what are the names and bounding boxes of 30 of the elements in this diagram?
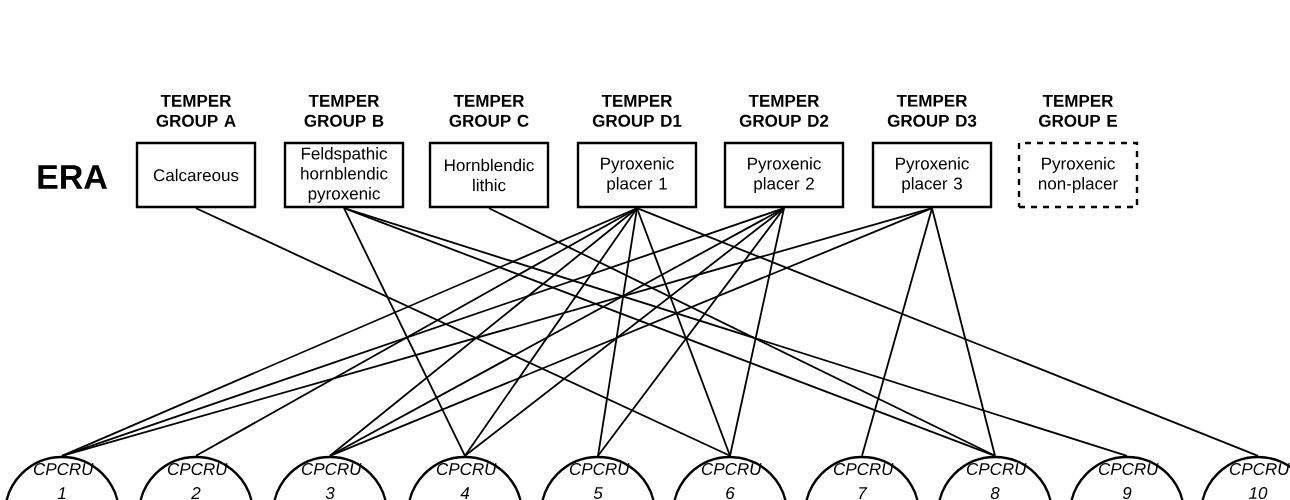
group-heading: TEMPER GROUP A [156, 94, 236, 127]
box-text: Calcareous [153, 168, 239, 182]
connector-line [729, 207, 785, 457]
box-text: Hornblendic lithic [445, 158, 534, 192]
connector-line [464, 207, 638, 457]
connector-line [636, 207, 731, 457]
connector-line [195, 207, 638, 457]
connector-line [488, 207, 996, 457]
connector-line [195, 207, 731, 457]
connector-line [329, 207, 638, 457]
connector-line [343, 207, 1128, 457]
connector-line [329, 207, 785, 457]
box-text: Pyroxenic placer 1 [601, 157, 674, 193]
box-text: Pyroxenic placer 3 [896, 157, 969, 193]
connector-line [636, 207, 1259, 457]
connector-line [861, 207, 933, 457]
connector-line [464, 207, 785, 457]
connector-line [931, 207, 996, 457]
group-heading: TEMPER GROUP D1 [592, 94, 682, 127]
box-text: Pyroxenic non-placer [1038, 157, 1118, 193]
group-heading: TEMPER GROUP D3 [887, 94, 977, 127]
connector-line [597, 207, 638, 457]
connector-line [597, 207, 785, 457]
group-heading: TEMPER GROUP C [449, 94, 529, 127]
box-text: Pyroxenic placer 2 [748, 157, 821, 193]
group-heading: TEMPER GROUP B [304, 94, 384, 127]
group-heading: TEMPER GROUP D2 [739, 94, 829, 127]
group-heading: TEMPER GROUP E [1039, 94, 1117, 127]
box-text: Feldspathic hornblendic pyroxenic [301, 147, 388, 203]
connector-line [343, 207, 466, 457]
